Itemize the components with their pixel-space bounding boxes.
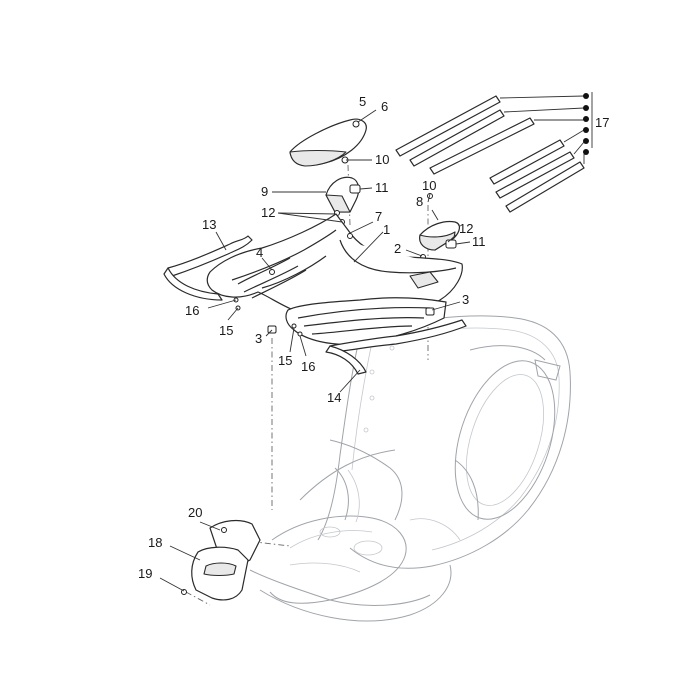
callout-3-right: 3 — [462, 292, 469, 307]
leader-lines — [159, 109, 471, 592]
callout-14: 14 — [327, 390, 341, 405]
part-side-strips — [395, 92, 593, 213]
callout-5: 5 — [359, 94, 366, 109]
callout-11-upper: 11 — [375, 180, 389, 195]
part-right-bracket — [419, 193, 460, 260]
part-footrest-cover — [289, 118, 367, 167]
callout-17: 17 — [595, 115, 609, 130]
callout-10-right: 10 — [422, 178, 436, 193]
part-tunnel-bracket — [325, 156, 361, 225]
callout-15-center: 15 — [278, 353, 292, 368]
callout-3-left: 3 — [255, 331, 262, 346]
part-front-cover — [181, 519, 261, 601]
callout-12-left: 12 — [261, 205, 275, 220]
callout-6: 6 — [381, 99, 388, 114]
callout-18: 18 — [148, 535, 162, 550]
part-right-trim — [325, 319, 467, 375]
callout-16-left: 16 — [185, 303, 199, 318]
callout-9: 9 — [261, 184, 268, 199]
callout-12-right: 12 — [459, 221, 473, 236]
callout-11-right: 11 — [472, 234, 486, 249]
callout-7: 7 — [375, 209, 382, 224]
part-left-trim — [163, 235, 253, 301]
callout-4: 4 — [256, 245, 263, 260]
callout-1: 1 — [383, 222, 390, 237]
part-footboard — [206, 213, 463, 345]
callout-15-left: 15 — [219, 323, 233, 338]
callout-13: 13 — [202, 217, 216, 232]
callout-19: 19 — [138, 566, 152, 581]
callout-20: 20 — [188, 505, 202, 520]
scooter-frame — [249, 315, 571, 622]
callout-16-center: 16 — [301, 359, 315, 374]
callout-8: 8 — [416, 194, 423, 209]
callout-10-upper: 10 — [375, 152, 389, 167]
callout-labels: 1 2 3 3 4 5 6 7 8 9 10 10 11 11 12 12 13… — [138, 94, 609, 581]
callout-2: 2 — [394, 241, 401, 256]
